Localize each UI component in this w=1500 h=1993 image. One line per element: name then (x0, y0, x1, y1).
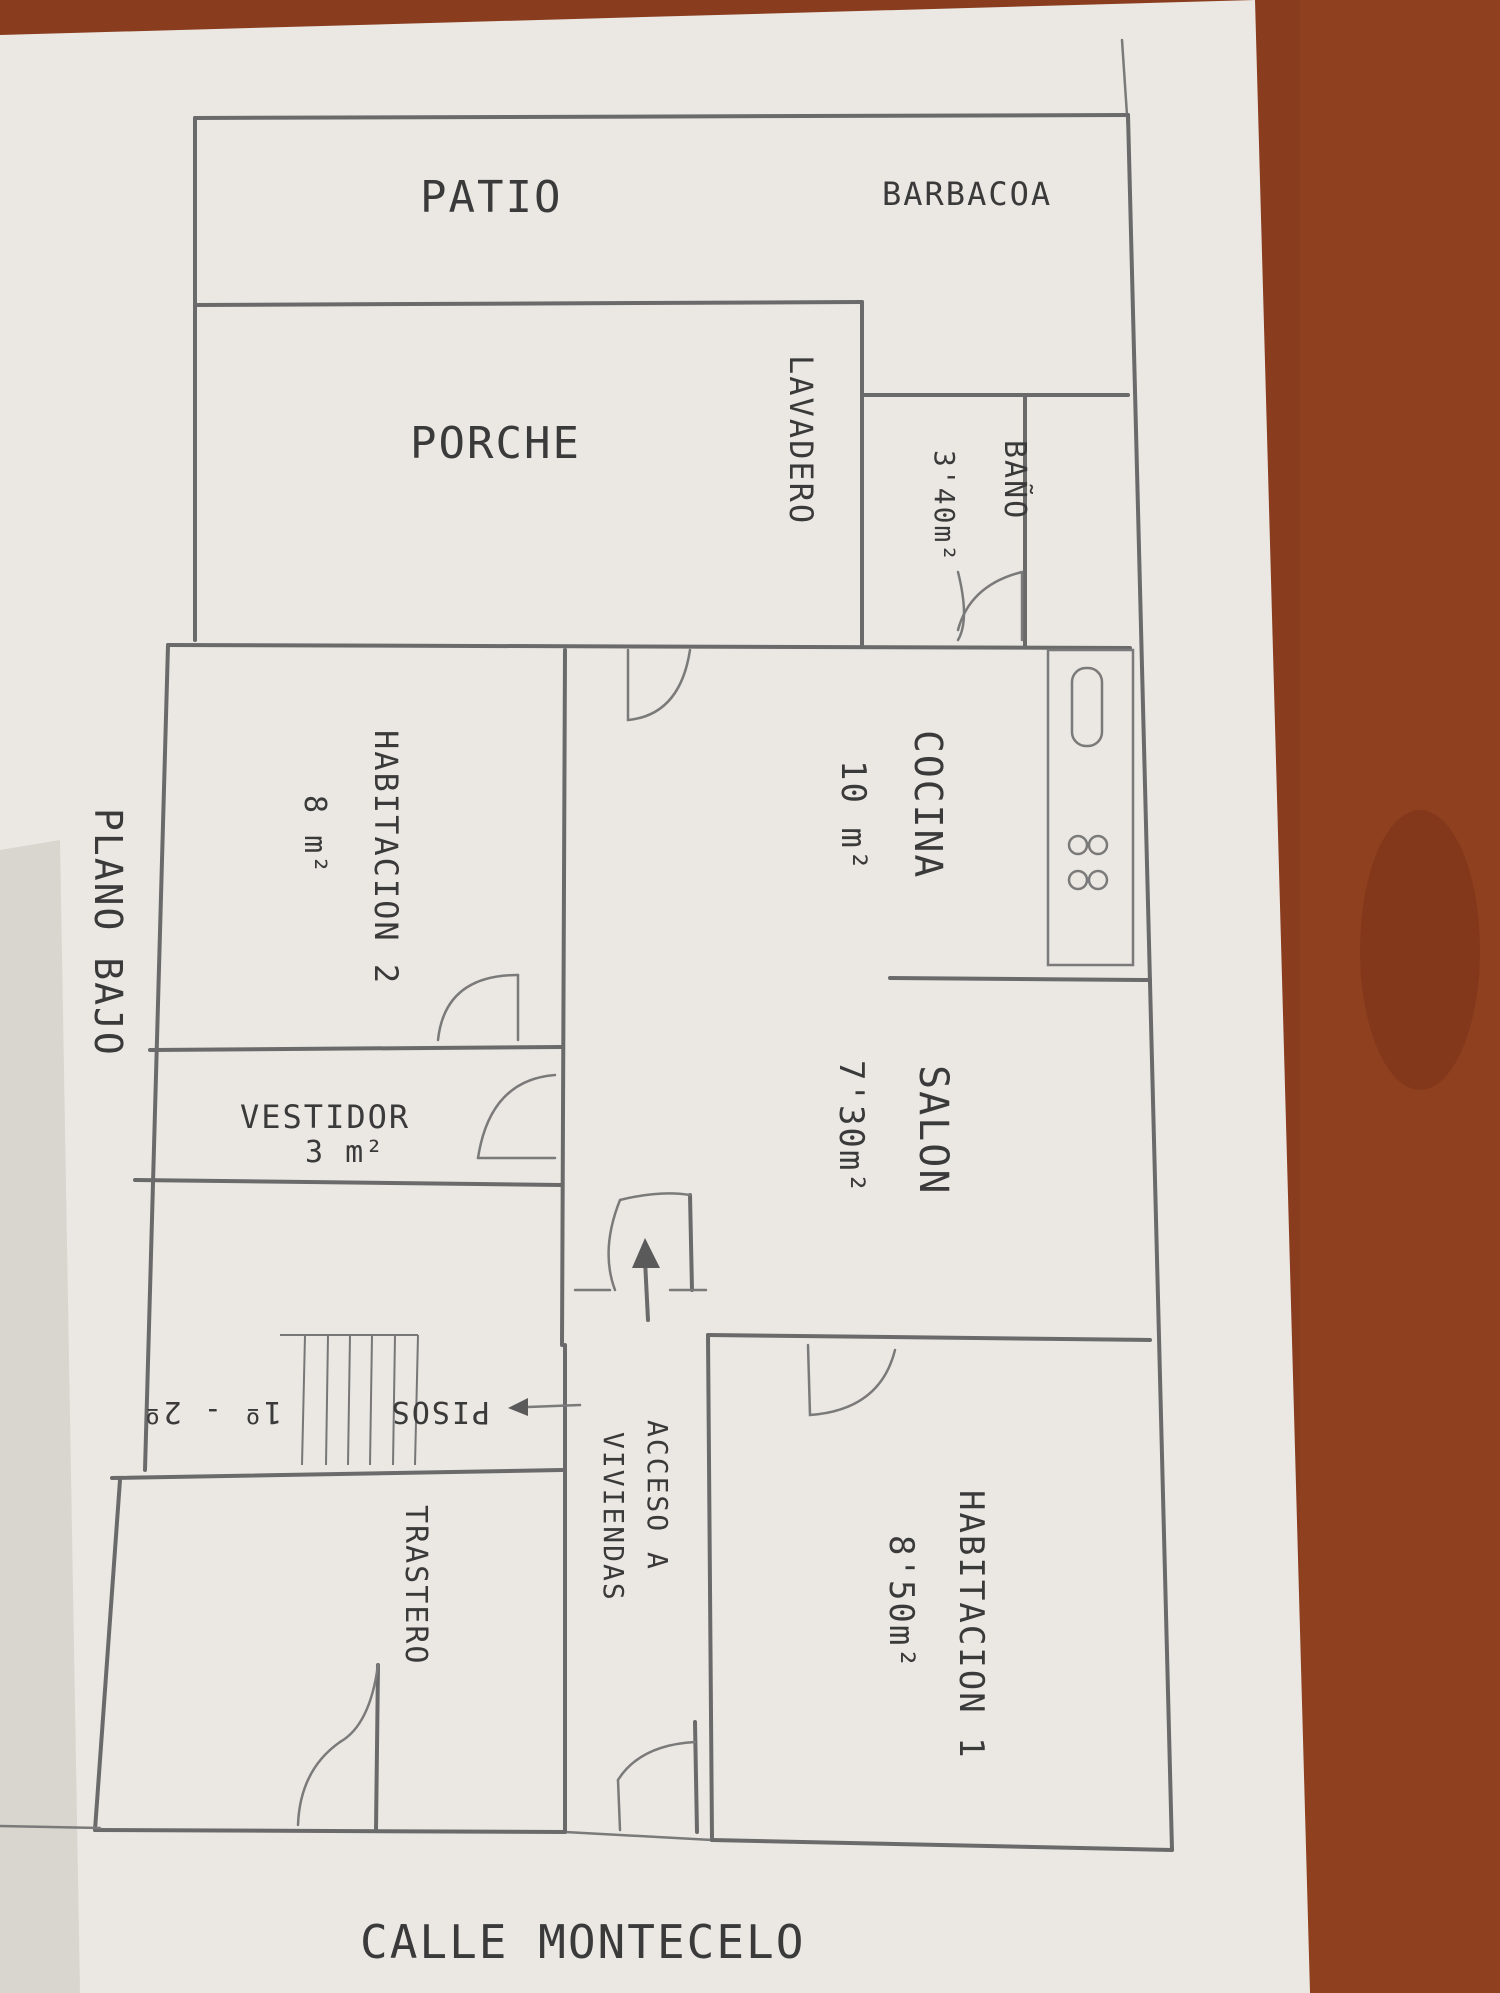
paper-shadow (0, 840, 80, 1993)
paper-sheet (0, 0, 1310, 1993)
habitacion-1-label: HABITACION 1 (951, 1490, 991, 1760)
access-arrow-up (632, 1238, 660, 1322)
cocina-area: 10 m² (833, 760, 873, 872)
habitacion-2-area: 8 m² (297, 795, 332, 875)
habitacion-2-label: HABITACION 2 (367, 730, 405, 985)
staircase (280, 1334, 419, 1466)
acceso-label-line2: VIVIENDAS (597, 1432, 630, 1602)
bano-area: 3'40m² (928, 450, 961, 563)
door-swings (296, 570, 1024, 1832)
patio-label: PATIO (420, 172, 562, 223)
acceso-label-line1: ACCESO A (641, 1420, 674, 1571)
salon-label: SALON (910, 1065, 956, 1195)
cocina-label: COCINA (906, 730, 950, 879)
bano-label: BAÑO (997, 440, 1033, 520)
habitacion-1-area: 8'50m² (881, 1535, 921, 1670)
pisos-floors: 1º - 2º (142, 1394, 282, 1429)
lavadero-label: LAVADERO (782, 355, 820, 525)
vestidor-area: 3 m² (305, 1135, 385, 1170)
sheet-title: PLANO BAJO (86, 808, 130, 1057)
vestidor-label: VESTIDOR (240, 1098, 410, 1136)
outer-walls (0, 38, 1174, 1852)
street-label: CALLE MONTECELO (360, 1915, 805, 1969)
salon-area: 7'30m² (831, 1060, 871, 1195)
pisos-arrow-left (508, 1398, 582, 1416)
pisos-label: PISOS (390, 1394, 490, 1429)
porche-label: PORCHE (410, 418, 581, 469)
trastero-label: TRASTERO (398, 1505, 433, 1666)
interior-walls (110, 300, 1152, 1842)
barbacoa-label: BARBACOA (882, 175, 1052, 213)
